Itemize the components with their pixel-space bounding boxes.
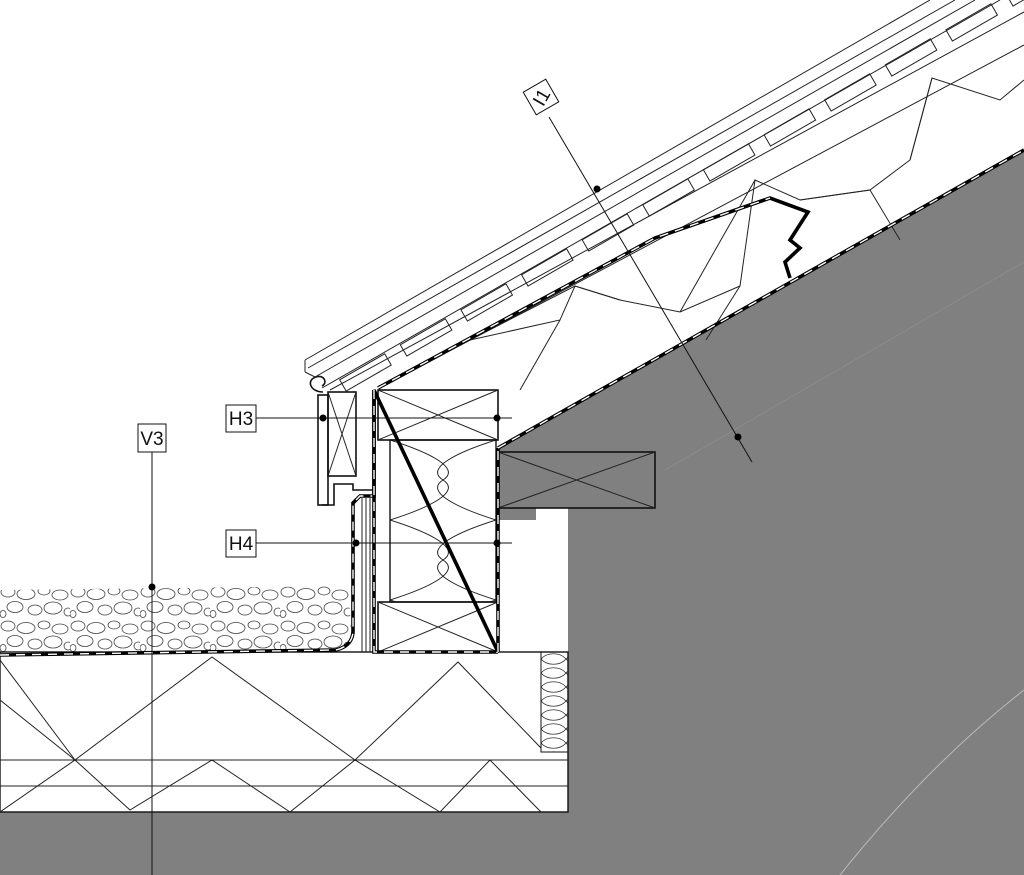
wall-insulation	[389, 439, 497, 603]
flat-roof-insulation	[0, 651, 569, 813]
reference-tag-h4: H4	[229, 534, 254, 555]
fascia-board	[317, 391, 357, 506]
concrete-roof-slab	[497, 150, 1024, 470]
waterproofing-membrane	[0, 148, 1024, 657]
gravel-ballast	[0, 586, 352, 655]
room-arc-line	[839, 689, 1024, 875]
reference-tag-h3: H3	[229, 409, 253, 430]
gutter-profile	[309, 375, 375, 506]
reference-tag-v3: V3	[140, 429, 163, 450]
reference-line-h3: H3	[225, 404, 512, 433]
wall-plate-timber	[497, 451, 656, 509]
reference-line-h4: H4	[225, 529, 512, 558]
reference-line-i1: I1	[522, 78, 753, 463]
reference-line-v3: V3	[137, 423, 167, 875]
roof-battens	[338, 0, 1024, 392]
bottom-timber-beam	[377, 601, 499, 653]
concrete-wall-and-floor-slab	[0, 262, 1024, 875]
roof-insulation-hatch	[377, 77, 1024, 391]
